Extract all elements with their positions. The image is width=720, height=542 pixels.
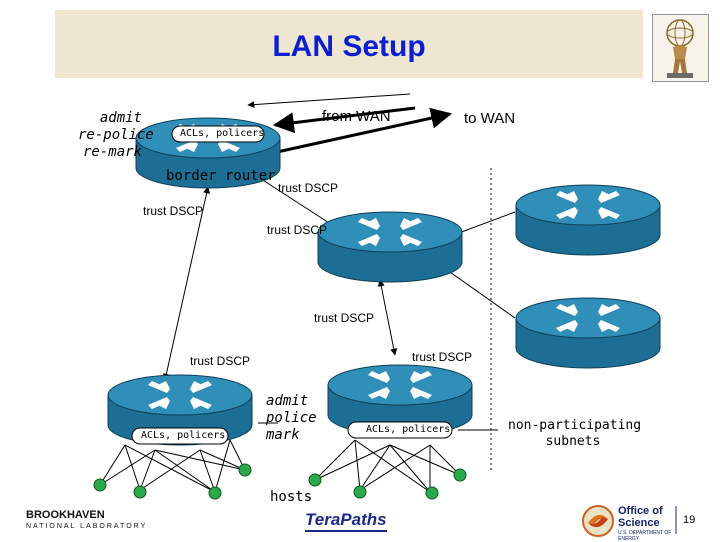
office-of-science-logo: Office of Science U.S. DEPARTMENT OF ENE…	[582, 505, 678, 542]
edge-left-acls-label: ACLs, policers	[141, 430, 226, 441]
subnet-router-top	[515, 184, 661, 256]
to-wan-arrow	[276, 107, 453, 154]
trust-dscp-edge-right: trust DSCP	[412, 350, 473, 364]
brookhaven-logo: BROOKHAVEN NATIONAL LABORATORY	[26, 510, 147, 532]
to-wan-label: to WAN	[464, 110, 516, 127]
link-border-core	[254, 174, 341, 231]
bnl-name: BROOKHAVEN	[26, 509, 105, 521]
link-border-edge-left	[162, 186, 211, 381]
office-sub: U.S. DEPARTMENT OF ENERGY	[618, 530, 672, 542]
border-router-label: border router	[166, 168, 276, 184]
from-wan-arrow	[272, 106, 416, 134]
host-node	[425, 486, 439, 500]
host-node	[238, 463, 252, 477]
core-router	[317, 211, 463, 283]
terapaths-logo: TeraPaths	[305, 510, 387, 532]
trust-dscp-core-top: trust DSCP	[267, 223, 328, 237]
subnet-router-bottom	[515, 297, 661, 369]
bnl-sub: NATIONAL LABORATORY	[26, 523, 148, 530]
trust-dscp-edge-left: trust DSCP	[190, 354, 251, 368]
trust-dscp-border-core: trust DSCP	[278, 181, 339, 195]
border-admit-label: admit re-police re-mark	[78, 110, 154, 160]
border-acls-label: ACLs, policers	[180, 128, 265, 139]
non-participating-label: non-participating subnets	[508, 418, 642, 449]
page-number: 19	[683, 514, 696, 526]
title-bar: LAN Setup	[55, 10, 643, 78]
host-node	[453, 468, 467, 482]
trust-dscp-core-bottom: trust DSCP	[314, 311, 375, 325]
slide-title: LAN Setup	[272, 30, 426, 63]
trust-dscp-border-left: trust DSCP	[143, 204, 204, 218]
from-wan-label: from WAN	[322, 108, 391, 125]
host-node	[208, 486, 222, 500]
host-node	[353, 485, 367, 499]
office-title: Office of Science	[618, 505, 663, 529]
host-node	[308, 473, 322, 487]
host-node	[133, 485, 147, 499]
atlas-logo	[652, 14, 709, 82]
host-node	[93, 478, 107, 492]
link-core-edge-right	[377, 279, 398, 356]
edge-admit-label: admit police mark	[266, 393, 317, 443]
hosts-label: hosts	[270, 489, 313, 505]
edge-right-acls-label: ACLs, policers	[366, 424, 451, 435]
